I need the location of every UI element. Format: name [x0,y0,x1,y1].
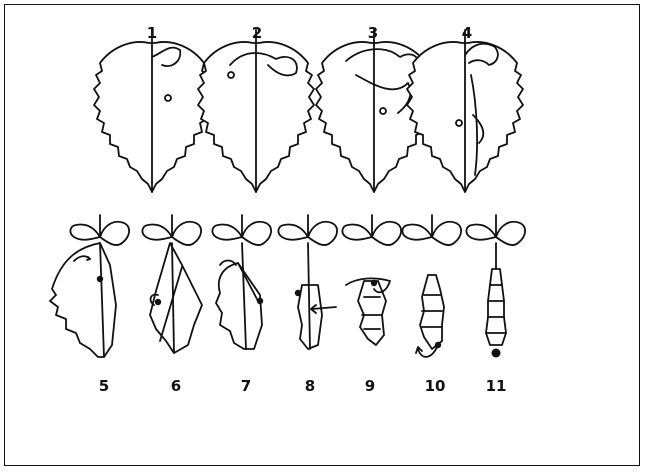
leaf-stage-5 [50,215,129,357]
label-11: 11 [486,377,507,395]
leaf-stage-2 [198,30,314,192]
label-4: 4 [462,24,472,42]
label-3: 3 [368,24,378,42]
leaf-stage-6 [142,215,202,353]
leaf-stage-9 [342,215,401,345]
label-8: 8 [305,377,315,395]
label-1: 1 [147,24,157,42]
label-6: 6 [171,377,181,395]
leaf-stage-10 [402,215,461,357]
leaf-stage-1 [94,30,210,192]
leaf-stage-8 [278,215,337,349]
label-10: 10 [425,377,446,395]
leaf-stage-7 [212,215,271,349]
label-5: 5 [99,377,109,395]
leaf-stage-11 [466,215,525,358]
label-2: 2 [252,24,262,42]
label-7: 7 [241,377,251,395]
label-9: 9 [365,377,375,395]
leaf-stage-4 [407,30,523,192]
